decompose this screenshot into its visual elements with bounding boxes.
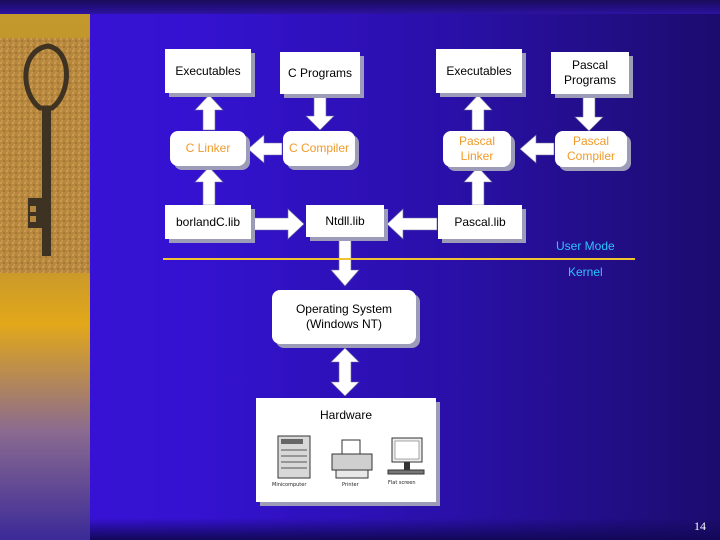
arrow-pascalcompiler-to-linker [519,134,555,164]
arrow-ccompiler-to-clinker [247,134,283,164]
os-subtitle: (Windows NT) [305,317,382,331]
box-ntdll-lib: Ntdll.lib [306,205,384,237]
arrow-clinker-to-executables [194,94,224,131]
key-photo [0,38,90,273]
monitor-icon [387,437,425,475]
box-pascal-lib: Pascal.lib [438,205,522,239]
box-pascal-linker: Pascal Linker [443,131,511,167]
box-c-programs: C Programs [280,52,360,94]
box-borlandc-lib: borlandC.lib [165,205,251,239]
arrow-cprograms-to-ccompiler [305,93,335,131]
arrow-borland-to-clinker [194,166,224,206]
printer-label: Printer [342,482,359,488]
user-kernel-divider [163,258,635,260]
minicomputer-icon [277,435,311,479]
arrow-os-hardware [330,347,360,397]
printer-icon [331,439,373,479]
arrow-pascallib-to-ntdll [386,208,438,240]
kernel-label: Kernel [568,265,603,279]
arrow-pascallinker-to-executables [463,94,493,131]
box-c-compiler: C Compiler [283,131,355,166]
arrow-borland-to-ntdll [253,208,305,240]
box-executables-pascal: Executables [436,49,522,93]
arrow-ntdll-to-os [330,239,360,287]
box-executables-c: Executables [165,49,251,93]
hardware-title: Hardware [319,408,373,422]
box-c-linker: C Linker [170,131,246,166]
os-title: Operating System [295,302,393,316]
user-mode-label: User Mode [556,239,615,253]
box-pascal-compiler: Pascal Compiler [555,131,627,167]
top-bar [0,0,720,14]
bottom-shade [90,518,720,540]
page-number: 14 [694,519,706,533]
box-operating-system: Operating System (Windows NT) [272,290,416,344]
arrow-pascallib-to-linker [463,166,493,206]
arrow-pascalprograms-to-compiler [574,95,604,132]
box-hardware: Hardware Minicomputer Printer Flat scree… [256,398,436,502]
minicomputer-label: Minicomputer [272,482,307,488]
screen-label: Flat screen [388,480,416,486]
box-pascal-programs: Pascal Programs [551,52,629,94]
